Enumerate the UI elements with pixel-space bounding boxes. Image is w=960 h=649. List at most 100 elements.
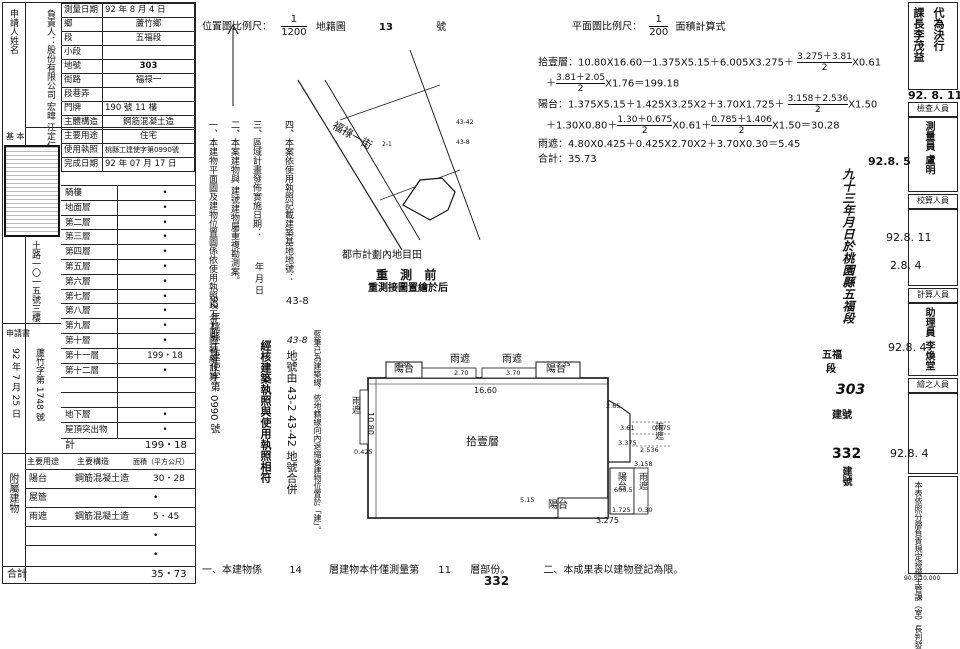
registry-panel: 申請人姓名 負責人：股份有限公司 宏暐 江定仁 基 本 土路一〇一五號三樓 申請… xyxy=(2,2,196,584)
footer-line: 一、本建物係 14 層建物本件僅測量第 11 層部份。 二、本成果表以建物登記為… xyxy=(202,565,683,577)
license-label: 使用執照 xyxy=(61,143,103,158)
floor-area: • xyxy=(162,276,168,287)
balcony-top-right: 陽台 xyxy=(546,364,566,375)
floor-name: 第七層 xyxy=(65,291,91,302)
floor-area: • xyxy=(162,188,168,198)
dimension-label: 0.425 xyxy=(354,448,373,456)
balcony-right: 陽台 xyxy=(616,472,626,490)
annex-label: 附屬建物 xyxy=(7,473,18,513)
done-date: 92 年 07 月 17 日 xyxy=(102,157,195,172)
canopy-top-1: 雨遮 xyxy=(450,354,470,365)
apply-label: 申請書 xyxy=(6,329,30,338)
annex-row: • xyxy=(25,526,195,546)
stamp-block xyxy=(4,145,60,237)
village-label: 鄉 xyxy=(61,17,103,32)
vt-build-label: 建號 xyxy=(832,410,852,421)
floor-row: 第三層• xyxy=(61,229,195,246)
lane-label: 段巷弄 xyxy=(61,87,103,102)
structure: 鋼筋混凝土造 xyxy=(102,115,195,130)
location-scale: 位置圖比例尺： 1 1200 地籍圖 13 號 xyxy=(202,14,446,39)
section: 五福段 xyxy=(102,31,195,46)
door: 190 號 11 樓 xyxy=(102,101,195,116)
verify-date: 92.8. 11 xyxy=(886,231,932,244)
dim-top: 16.60 xyxy=(474,386,497,395)
sum-label: 合計 xyxy=(7,569,27,580)
authorization-box: 本表依照分層負責規定授權主管課（室）長判發 xyxy=(908,476,958,649)
door-label: 門牌 xyxy=(61,101,103,116)
formula-2-tail: X1.50 xyxy=(848,99,878,111)
street-label: 街路 xyxy=(61,73,103,88)
floor-row: 第八層• xyxy=(61,303,195,320)
formula-2b-tail: X1.50＝30.28 xyxy=(771,120,840,132)
formula-1: 拾壹層：10.80X16.60－1.375X5.15＋6.005X3.275＋ … xyxy=(538,52,898,73)
vt-parcel-label: 段 xyxy=(826,364,836,375)
verify-date-2: 2.8. 4 xyxy=(890,259,922,272)
floor-area: • xyxy=(162,262,168,272)
parcel-no-label: 地號 xyxy=(61,59,103,74)
formula-1-frac-bot: 2 xyxy=(821,63,828,73)
authorization-note: 本表依照分層負責規定授權主管課（室）長判發 xyxy=(914,481,923,649)
formula-2b-frac-top: 1.30＋0.675 xyxy=(617,115,673,126)
formula-block: 拾壹層：10.80X16.60－1.375X5.15＋6.005X3.275＋ … xyxy=(538,52,898,166)
use: 住宅 xyxy=(102,129,195,144)
verify-box xyxy=(908,208,958,286)
annex-row: 屋簷• xyxy=(25,488,195,508)
canopy-right-2: 雨遮 xyxy=(637,472,647,490)
canopy-right: 雨遮 xyxy=(653,422,663,440)
survey-date-label: 測量日期 xyxy=(61,3,103,18)
floor-area: 199・18 xyxy=(147,350,183,361)
annex-area: • xyxy=(153,531,159,541)
dimension-label: 3.61 xyxy=(620,424,635,432)
footer-floor-no: 11 xyxy=(438,565,452,576)
location-map: 43-42 43-8 2-1 xyxy=(297,49,481,250)
note-3: 三、區域計畫發佈實施日期： xyxy=(251,120,261,237)
annex-area: 5・45 xyxy=(153,512,180,522)
floor-name: 第五層 xyxy=(65,262,91,272)
form-code: 90.5.10,000 xyxy=(904,575,941,582)
section-label: 段 xyxy=(61,31,103,46)
use-label: 主要用途 xyxy=(61,129,103,144)
formula-2-text: 1.375X5.15＋1.425X3.25X2＋3.70X1.725＋ xyxy=(568,99,785,111)
annex-struct: 鋼筋混凝土造 xyxy=(75,512,130,522)
floor-name: 第九層 xyxy=(65,321,91,332)
dimension-label: 0.675 xyxy=(652,424,671,432)
formula-3-text: 4.80X0.425＋0.425X2.70X2＋3.70X0.30＝5.45 xyxy=(568,139,801,150)
floor-name: 地下層 xyxy=(65,410,91,420)
formula-2-frac-bot: 2 xyxy=(815,105,821,115)
floor-area: • xyxy=(162,336,168,346)
combine-top: 43-8 xyxy=(287,336,308,346)
note-4-lot: 43-8 xyxy=(286,296,309,307)
floor-plan xyxy=(359,361,670,519)
dimension-label: 3.35 xyxy=(556,360,571,368)
red-note: 藍筆已為建築線，依地籍線向內退縮後建物位置於「建」。 xyxy=(313,330,322,534)
vt-section: 五福 xyxy=(822,350,842,361)
draw-date: 92.8. 4 xyxy=(890,447,929,460)
draw-box xyxy=(908,392,958,474)
agent-label: 代為決行 xyxy=(932,7,945,51)
footer-3: 層部份。 xyxy=(470,565,511,576)
floorplan-scale-den: 200 xyxy=(649,27,669,38)
sheet-no: 13 xyxy=(379,21,393,33)
formula-2-label: 陽台： xyxy=(538,99,568,111)
area-calc-label: 面積計算式 xyxy=(675,21,726,33)
checker-label: 檢查人員 xyxy=(908,102,958,118)
village: 蘆竹鄉 xyxy=(102,17,195,32)
floor-name: 第二層 xyxy=(65,217,91,228)
total-label: 計 xyxy=(65,440,75,451)
dim-bottom: 3.275 xyxy=(596,516,619,525)
dimension-label: 3.158 xyxy=(634,460,653,468)
formula-2b-frac2-top: 0.785＋1.406 xyxy=(711,115,772,126)
formula-1-text: 10.80X16.60－1.375X5.15＋6.005X3.275＋ xyxy=(578,57,794,69)
annex-use: 雨遮 xyxy=(29,512,48,522)
floor-area: • xyxy=(162,424,168,435)
dimension-label: 3.375 xyxy=(618,439,637,447)
formula-3-label: 雨遮： xyxy=(538,139,568,150)
dimension-label: 3.35 xyxy=(396,360,411,368)
structure-label: 主體構造 xyxy=(61,115,103,130)
floor-area: • xyxy=(162,247,168,258)
